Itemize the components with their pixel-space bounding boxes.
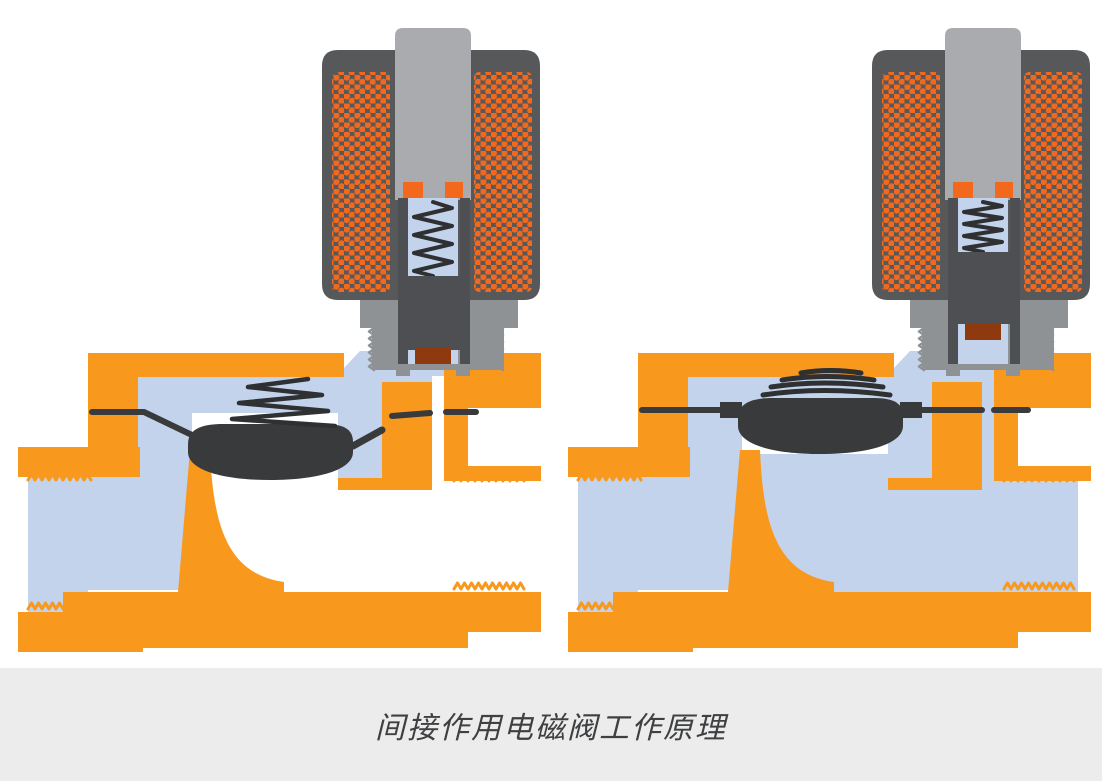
solenoid-valve-diagram bbox=[18, 28, 1091, 652]
caption-bar: 间接作用电磁阀工作原理 bbox=[0, 668, 1102, 781]
plunger bbox=[402, 276, 466, 364]
plunger bbox=[952, 252, 1016, 340]
figure-caption: 间接作用电磁阀工作原理 bbox=[375, 710, 727, 746]
diaphragm-assembly bbox=[89, 376, 479, 480]
diaphragm-assembly bbox=[639, 368, 1031, 454]
solenoid-coil bbox=[322, 28, 540, 364]
main-spring-conical bbox=[229, 376, 338, 429]
fluid-outlet bbox=[194, 376, 528, 592]
diagram-stage bbox=[18, 28, 1091, 652]
solenoid-coil bbox=[872, 28, 1090, 364]
fluid-outlet bbox=[744, 376, 1078, 592]
valve-open bbox=[568, 28, 1091, 652]
valve-body bbox=[568, 353, 1091, 652]
main-spring-compressed bbox=[760, 368, 893, 398]
valve-body bbox=[18, 353, 541, 652]
valve-closed bbox=[18, 28, 541, 652]
